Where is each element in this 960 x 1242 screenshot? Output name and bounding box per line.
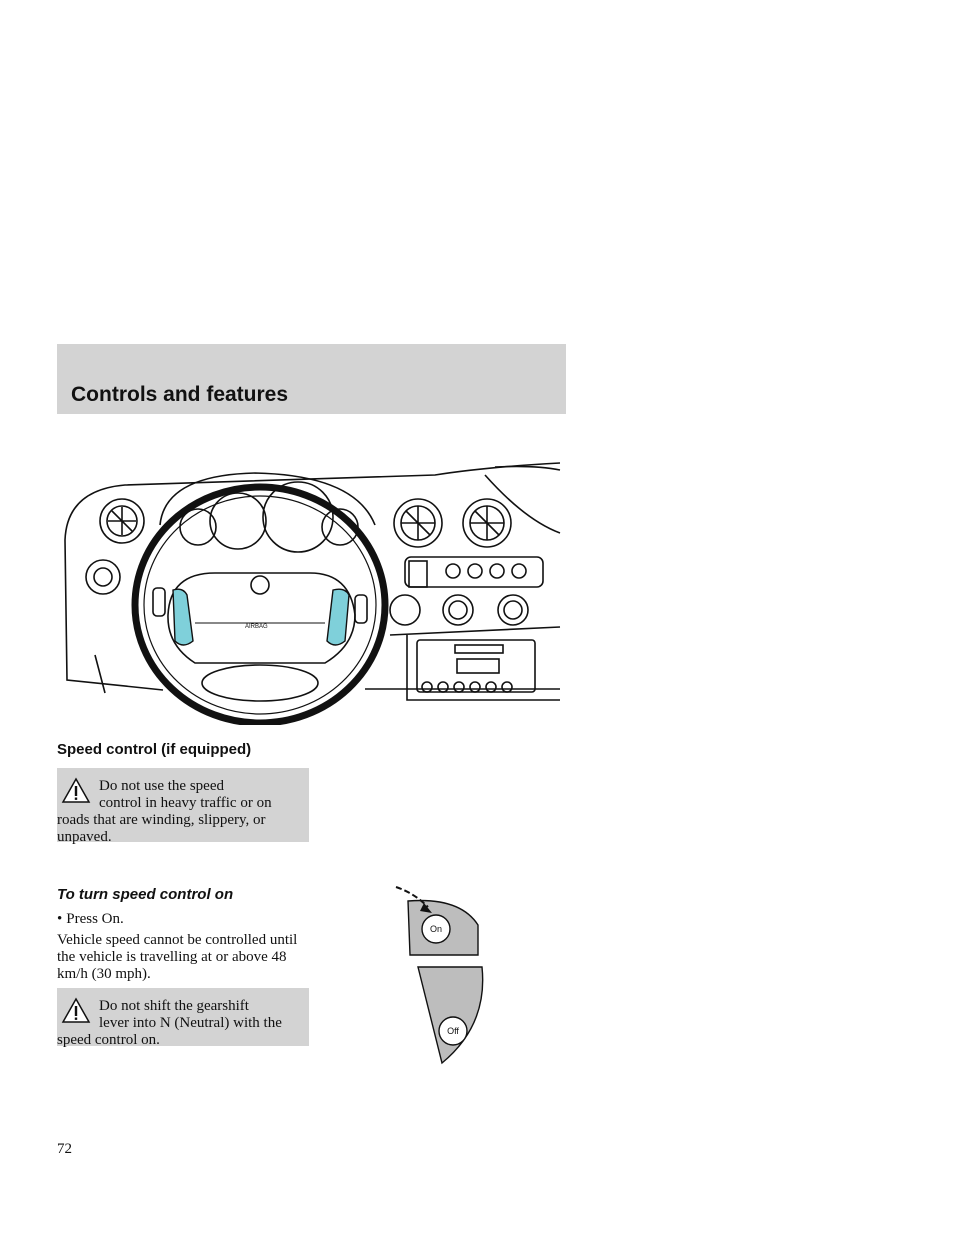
switch-off-label: Off xyxy=(447,1026,459,1036)
dashboard-illustration: AIRBAG xyxy=(64,462,561,725)
bullet-dot: • xyxy=(57,911,63,927)
switch-on-label: On xyxy=(430,924,442,934)
section-title: Controls and features xyxy=(71,383,289,406)
section-banner: Controls and features xyxy=(57,344,566,414)
speed-threshold-paragraph: Vehicle speed cannot be controlled until… xyxy=(57,932,298,982)
page-number: 72 xyxy=(57,1141,72,1157)
speed-control-heading: Speed control (if equipped) xyxy=(57,741,252,758)
turn-on-subheading: To turn speed control on xyxy=(57,886,234,903)
speed-control-switch-illustration: On Off xyxy=(395,886,484,1065)
warning-triangle-icon xyxy=(61,997,91,1023)
warning-triangle-icon xyxy=(61,777,91,803)
bullet-press-on: •Press On. xyxy=(57,911,124,927)
airbag-label: AIRBAG xyxy=(245,624,268,630)
